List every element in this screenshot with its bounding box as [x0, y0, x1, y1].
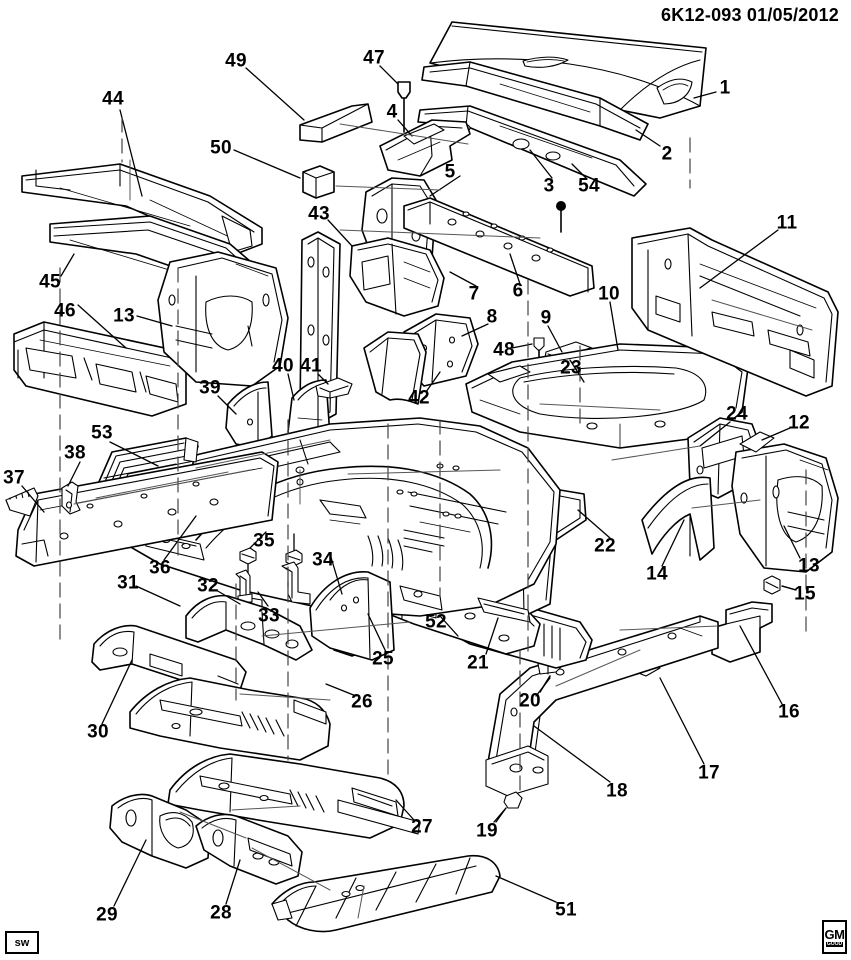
callout-number-41: 41 [300, 355, 322, 377]
part-group-small-panels [225, 331, 427, 451]
part-group-15-nut [763, 575, 797, 595]
part-group-blocks [299, 103, 373, 199]
part-group-16-bracket [711, 601, 773, 663]
callout-number-49: 49 [225, 50, 247, 72]
part-group-floor-panels [129, 571, 421, 839]
callout-number-24: 24 [726, 403, 748, 425]
callout-number-52: 52 [425, 611, 447, 633]
assembly-axis-lines [59, 117, 813, 919]
callout-number-22: 22 [594, 535, 616, 557]
callout-number-44: 44 [102, 88, 124, 110]
callout-number-28: 28 [210, 902, 232, 924]
callout-number-25: 25 [372, 648, 394, 670]
part-group-lower-left-rails [91, 594, 313, 695]
callout-number-48: 48 [493, 339, 515, 361]
part-group-rear-beam [13, 321, 187, 417]
callout-number-16: 16 [778, 701, 800, 723]
callout-number-7: 7 [468, 283, 480, 305]
callout-number-11: 11 [776, 212, 798, 234]
callout-number-6: 6 [512, 280, 524, 302]
callout-number-1: 1 [719, 77, 731, 99]
callout-number-14: 14 [646, 563, 668, 585]
gm-logo-subtext: GOOD [825, 940, 844, 947]
part-group-4-crossmember [379, 81, 471, 177]
callout-number-26: 26 [351, 691, 373, 713]
leader-lines [21, 65, 801, 907]
callout-number-36: 36 [149, 557, 171, 579]
sw-stamp: sw [5, 931, 39, 954]
callout-number-29: 29 [96, 904, 118, 926]
part-group-11-endpanel [631, 227, 839, 397]
callout-number-51: 51 [555, 899, 577, 921]
callout-number-27: 27 [411, 816, 433, 838]
part-group-quarter-inner-left [157, 251, 289, 387]
callout-number-42: 42 [408, 387, 430, 409]
callout-number-18: 18 [606, 780, 628, 802]
callout-number-15: 15 [794, 583, 816, 605]
callout-number-20: 20 [519, 690, 541, 712]
part-group-rocker-left [5, 437, 279, 567]
callout-number-32: 32 [197, 575, 219, 597]
callout-number-43: 43 [308, 203, 330, 225]
callout-number-8: 8 [486, 306, 498, 328]
part-group-lower-brackets [109, 793, 303, 885]
callout-number-10: 10 [598, 283, 620, 305]
gm-logo-text: GM [824, 926, 845, 942]
part-group-6-bar [403, 197, 595, 297]
part-group-decklid [417, 21, 707, 233]
callout-number-54: 54 [578, 175, 600, 197]
part-group-14-brace [641, 476, 715, 561]
callout-number-4: 4 [386, 101, 398, 123]
diagram-code-label: 6K12-093 01/05/2012 [661, 5, 839, 25]
callout-number-46: 46 [54, 300, 76, 322]
part-group-13-quarter-right [731, 431, 839, 573]
part-group-51-heatshield [271, 854, 501, 933]
callout-number-33: 33 [258, 605, 280, 627]
callout-number-39: 39 [199, 377, 221, 399]
callout-number-5: 5 [444, 161, 456, 183]
callout-number-34: 34 [312, 549, 334, 571]
callout-number-21: 21 [467, 652, 489, 674]
callout-number-13: 13 [113, 305, 135, 327]
callout-number-30: 30 [87, 721, 109, 743]
callout-number-40: 40 [272, 355, 294, 377]
callout-number-9: 9 [540, 307, 552, 329]
callout-number-3: 3 [543, 175, 555, 197]
callout-number-35: 35 [253, 530, 275, 552]
part-group-7-bracket [349, 237, 445, 317]
gm-logo: GM GOOD [822, 920, 847, 954]
callout-number-19: 19 [476, 820, 498, 842]
callout-number-50: 50 [210, 137, 232, 159]
callout-number-23: 23 [560, 357, 582, 379]
callout-number-12: 12 [788, 412, 810, 434]
callout-number-38: 38 [64, 442, 86, 464]
callout-number-47: 47 [363, 47, 385, 69]
callout-number-45: 45 [39, 271, 61, 293]
callout-number-53: 53 [91, 422, 113, 444]
callout-number-31: 31 [117, 572, 139, 594]
callout-number-2: 2 [661, 143, 673, 165]
callout-number-37: 37 [3, 467, 25, 489]
callout-number-17: 17 [698, 762, 720, 784]
callout-number-13: 13 [798, 555, 820, 577]
